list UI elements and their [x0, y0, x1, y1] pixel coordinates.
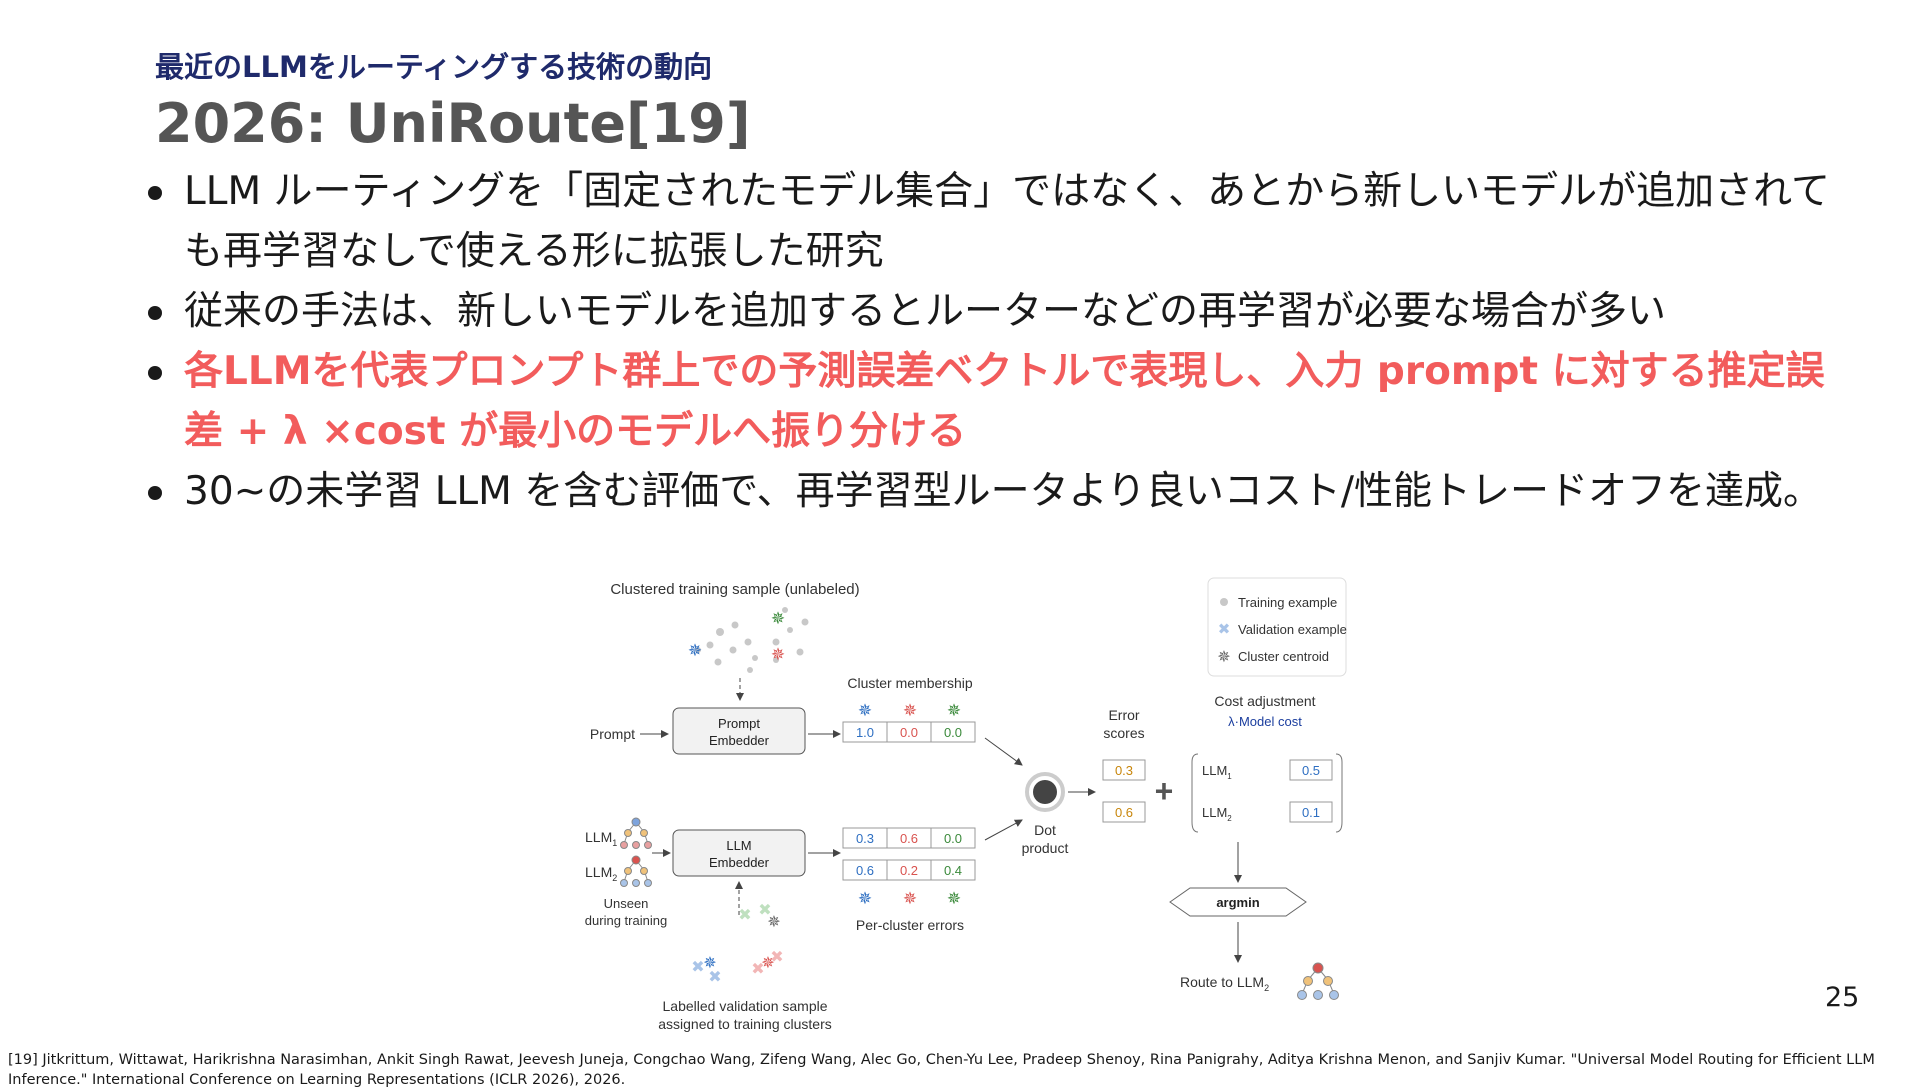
- slide-title: 2026: UniRoute[19]: [155, 92, 751, 155]
- svg-text:✵: ✵: [947, 889, 961, 908]
- svg-text:✵: ✵: [771, 609, 785, 628]
- centroid-icon: ✵: [1217, 649, 1230, 666]
- llm-embedder-box: [672, 829, 806, 877]
- per-cluster-errors-label: Per-cluster errors: [856, 917, 964, 933]
- prompt-embedder-box: [672, 707, 806, 755]
- svg-text:✵: ✵: [903, 701, 917, 720]
- cost-llm2-box: [1289, 801, 1333, 823]
- legend-box: [1207, 577, 1347, 677]
- svg-text:0.0: 0.0: [944, 725, 962, 740]
- svg-text:0.6: 0.6: [1115, 805, 1133, 820]
- validation-cluster-icons: ✖ ✖ ✵ ✖ ✵ ✖ ✖ ✵ ✖: [691, 902, 783, 986]
- clustered-title: Clustered training sample (unlabeled): [610, 581, 859, 598]
- cluster-membership-label: Cluster membership: [847, 675, 972, 691]
- svg-text:0.0: 0.0: [944, 831, 962, 846]
- bullet-item: LLM ルーティングを「固定されたモデル集合」ではなく、あとから新しいモデルが追…: [140, 162, 1860, 282]
- training-dots: [695, 607, 809, 673]
- svg-text:0.3: 0.3: [1115, 763, 1133, 778]
- cluster-icons: ✵ ✵ ✵: [858, 701, 961, 720]
- svg-text:0.3: 0.3: [856, 831, 874, 846]
- cost-llm1-value: 0.5: [1302, 763, 1320, 778]
- network-icon: [620, 855, 652, 887]
- legend-validation: Validation example: [1238, 622, 1347, 637]
- bullet-list: LLM ルーティングを「固定されたモデル集合」ではなく、あとから新しいモデルが追…: [140, 162, 1860, 522]
- svg-text:✵: ✵: [903, 889, 917, 908]
- arrow: [984, 737, 1023, 766]
- reference-citation: [19] Jitkrittum, Wittawat, Harikrishna N…: [8, 1052, 1875, 1088]
- llm2-error-vector: 0.6 0.2 0.4: [842, 859, 976, 881]
- svg-text:0.2: 0.2: [900, 863, 918, 878]
- svg-text:✵: ✵: [858, 889, 872, 908]
- cost-llm1-box: [1289, 759, 1333, 781]
- llm1-label: LLM1: [585, 829, 617, 848]
- membership-vector: 1.0 0.0 0.0: [842, 721, 976, 743]
- llm1-error-vector: 0.3 0.6 0.0: [842, 827, 976, 849]
- section-subtitle: 最近のLLMをルーティングする技術の動向: [155, 50, 713, 84]
- argmin-label: argmin: [1216, 895, 1259, 910]
- cluster-centroid-icon: ✵ ✵ ✵: [688, 609, 785, 664]
- cost-llm2-value: 0.1: [1302, 805, 1320, 820]
- legend-training: Training example: [1238, 595, 1337, 610]
- prompt-embedder-text: Embedder: [709, 733, 770, 748]
- bracket: [1335, 753, 1343, 833]
- validation-label: assigned to training clusters: [658, 1016, 832, 1032]
- uniroute-diagram: Clustered training sample (unlabeled) ✵ …: [585, 577, 1347, 1032]
- cost-formula: λ·Model cost: [1228, 714, 1302, 729]
- error-scores-label: Error: [1108, 707, 1139, 723]
- prompt-embedder-text: Prompt: [718, 716, 760, 731]
- svg-text:0.0: 0.0: [900, 725, 918, 740]
- cost-llm2-label: LLM2: [1202, 805, 1232, 823]
- svg-text:✵: ✵: [688, 641, 702, 660]
- bullet-item: 30~の未学習 LLM を含む評価で、再学習型ルータより良いコスト/性能トレード…: [140, 462, 1860, 522]
- dot-product-label: product: [1022, 840, 1069, 856]
- svg-text:✖: ✖: [738, 907, 751, 924]
- svg-text:✖: ✖: [770, 949, 783, 966]
- svg-text:0.6: 0.6: [900, 831, 918, 846]
- llm-embedder-text: LLM: [726, 838, 751, 853]
- llm2-label: LLM2: [585, 864, 617, 883]
- prompt-label: Prompt: [590, 726, 635, 742]
- bracket: [1191, 753, 1199, 833]
- error-scores-vector: 0.3 0.6: [1102, 759, 1146, 823]
- svg-text:1.0: 1.0: [856, 725, 874, 740]
- svg-text:0.6: 0.6: [856, 863, 874, 878]
- cluster-icons: ✵ ✵ ✵: [858, 889, 961, 908]
- network-icon: [620, 817, 652, 849]
- cost-adjustment-label: Cost adjustment: [1214, 693, 1315, 709]
- legend-centroid: Cluster centroid: [1238, 649, 1329, 664]
- llm-embedder-text: Embedder: [709, 855, 770, 870]
- svg-text:✵: ✵: [767, 914, 780, 931]
- svg-text:0.4: 0.4: [944, 863, 962, 878]
- dot-product-label: Dot: [1034, 822, 1056, 838]
- dot-product-icon: [1033, 780, 1057, 804]
- route-label: Route to LLM2: [1180, 974, 1269, 993]
- svg-text:✖: ✖: [751, 961, 764, 978]
- unseen-label: Unseen: [604, 896, 649, 911]
- plus-icon: +: [1155, 773, 1174, 809]
- svg-text:✖: ✖: [708, 969, 721, 986]
- network-icon: [1297, 962, 1339, 1000]
- svg-text:✖: ✖: [691, 959, 704, 976]
- svg-text:✵: ✵: [947, 701, 961, 720]
- cost-llm1-label: LLM1: [1202, 763, 1232, 781]
- svg-text:✵: ✵: [771, 645, 785, 664]
- svg-text:✵: ✵: [703, 955, 716, 972]
- training-example-icon: [1220, 598, 1228, 606]
- bullet-item-highlighted: 各LLMを代表プロンプト群上での予測誤差ベクトルで表現し、入力 prompt に…: [140, 342, 1860, 462]
- page-number: 25: [1825, 982, 1860, 1013]
- argmin-node: [1169, 887, 1307, 917]
- unseen-label: during training: [585, 913, 667, 928]
- bullet-item: 従来の手法は、新しいモデルを追加するとルーターなどの再学習が必要な場合が多い: [140, 282, 1860, 342]
- error-scores-label: scores: [1103, 725, 1144, 741]
- svg-text:✵: ✵: [858, 701, 872, 720]
- validation-label: Labelled validation sample: [663, 998, 828, 1014]
- svg-text:✖: ✖: [758, 902, 771, 919]
- arrow: [984, 819, 1023, 841]
- svg-text:✵: ✵: [761, 955, 774, 972]
- validation-example-icon: ✖: [1218, 621, 1231, 638]
